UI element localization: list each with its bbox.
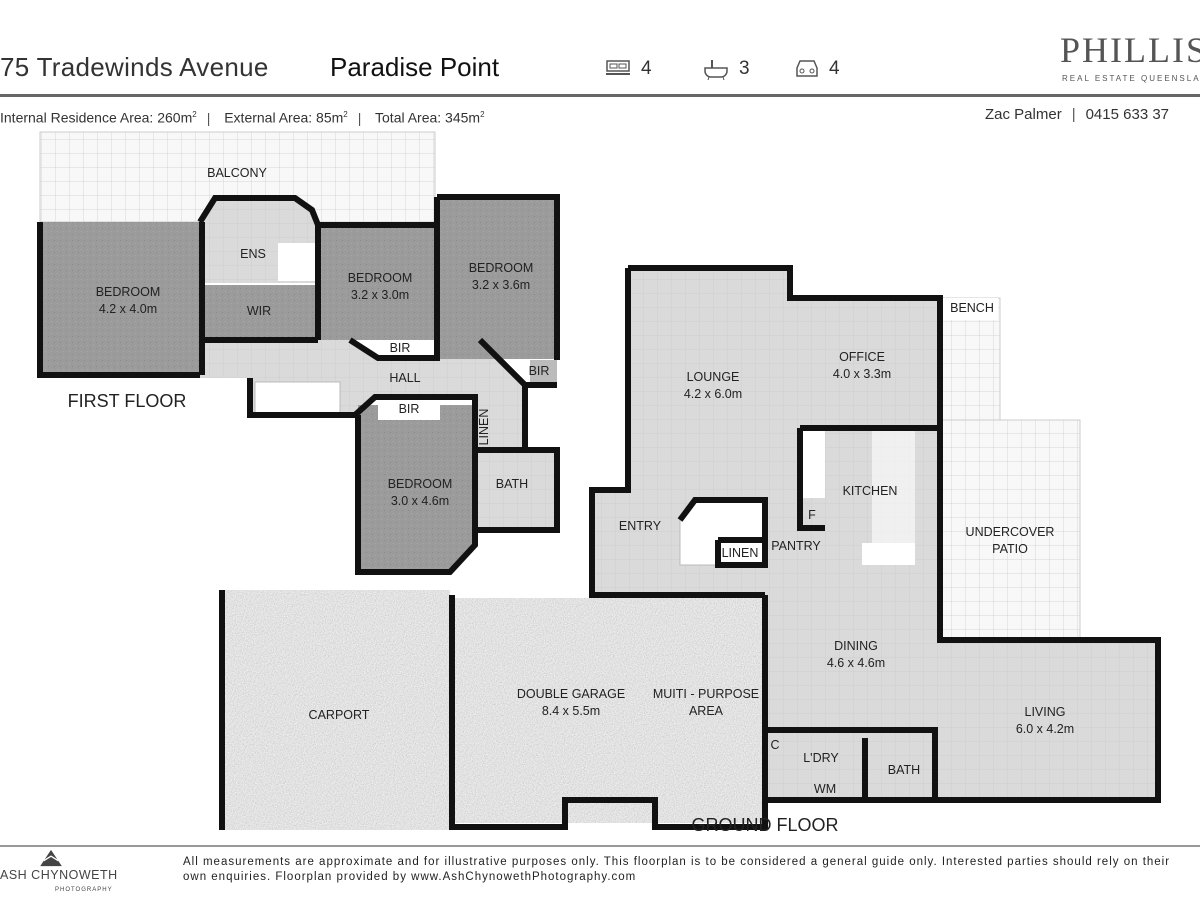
property-suburb: Paradise Point [330,52,500,82]
separator: | [1071,106,1076,123]
carport-label: CARPORT [309,708,370,722]
bench [942,298,998,320]
bath-icon [704,60,728,80]
multi-purpose-label-2: AREA [689,704,724,718]
office-name: OFFICE [839,350,885,364]
sup: 2 [343,110,348,119]
bedrooms-feature: 4 [605,58,652,80]
cupboard-label: C [770,738,779,752]
separator: | [206,109,211,126]
first-floor-label: FIRST FLOOR [68,391,187,411]
office-size: 4.0 x 3.3m [833,367,891,381]
first-floor-walls [37,194,560,575]
ground-floor: LOUNGE 4.2 x 6.0m OFFICE 4.0 x 3.3m BENC… [219,265,1161,835]
bedroom-1-size: 4.2 x 4.0m [99,302,157,316]
garage-size: 8.4 x 5.5m [542,704,600,718]
garage-area [455,598,765,823]
disclaimer: All measurements are approximate and for… [183,856,1171,883]
bedrooms-count: 4 [641,58,652,79]
sup: 2 [480,110,485,119]
bir-box [530,360,557,382]
hall-area [200,340,525,450]
washing-machine-label: WM [814,782,836,796]
parking-count: 4 [829,58,840,79]
ground-floor-walls [219,265,1161,830]
bedroom-4-area [358,405,473,572]
agent-contact: Zac Palmer | 0415 633 37 [985,106,1169,124]
internal-area: Internal Residence Area: 260m [0,109,193,126]
stairs [254,381,341,415]
balcony-label: BALCONY [207,166,267,180]
agent-phone: 0415 633 37 [1085,106,1170,123]
shower [278,243,318,281]
bath-area [473,450,557,530]
fridge-label: F [808,508,816,522]
carport-area [222,590,450,830]
wir-area [200,285,318,340]
laundry-label: L'DRY [803,751,839,765]
bedroom-3-name: BEDROOM [469,261,534,275]
bedroom-3-size: 3.2 x 3.6m [472,278,530,292]
bathrooms-count: 3 [739,58,750,79]
kitchen-counter [800,428,825,498]
patio-area [939,419,1081,641]
agency-logo: PHILLIS [1060,30,1200,70]
multi-purpose-label-1: MUITI - PURPOSE [653,687,759,701]
bedroom-1-area [40,222,202,375]
linen-label: LINEN [477,409,491,446]
hall-label: HALL [389,371,420,385]
bed-icon [606,60,630,75]
lounge-name: LOUNGE [687,370,740,384]
first-floor: BALCONY BEDROOM 4.2 x 4.0m ENS WIR BEDRO… [37,131,560,575]
living-name: LIVING [1025,705,1066,719]
patio-label-2: PATIO [992,542,1028,556]
photographer-brand: ASH CHYNOWETH [0,868,118,882]
agency-logo-subtitle: REAL ESTATE QUEENSLAND [1062,74,1200,83]
bir-label: BIR [399,402,420,416]
footer-divider [0,845,1200,847]
wir-label: WIR [247,304,271,318]
entry-label: ENTRY [619,519,662,533]
agent-name: Zac Palmer [985,106,1062,123]
area-summary: Internal Residence Area: 260m2| External… [0,106,485,127]
kitchen-island [862,543,915,565]
bath-label: BATH [888,763,920,777]
sup: 2 [192,110,197,119]
parking-feature: 4 [795,58,840,80]
bedroom-3-area [437,197,557,359]
bedroom-1-name: BEDROOM [96,285,161,299]
ensuite-label: ENS [240,247,266,261]
dining-size: 4.6 x 4.6m [827,656,885,670]
garage-name: DOUBLE GARAGE [517,687,625,701]
bathrooms-feature: 3 [703,58,750,80]
car-icon [796,60,818,77]
bedroom-2-area [318,225,437,340]
kitchen-label: KITCHEN [843,484,898,498]
bench-label: BENCH [950,301,994,315]
bir-label: BIR [529,364,550,378]
photographer-brand-sub: PHOTOGRAPHY [55,887,113,893]
lounge-size: 4.2 x 6.0m [684,387,742,401]
linen-label: LINEN [722,546,759,560]
mountain-logo-icon [40,849,62,867]
patio-label-1: UNDERCOVER [966,525,1055,539]
pantry-label: PANTRY [771,539,821,553]
bedroom-4-name: BEDROOM [388,477,453,491]
living-size: 6.0 x 4.2m [1016,722,1074,736]
bath-label: BATH [496,477,528,491]
total-area: Total Area: 345m [375,109,481,126]
kitchen-counter [872,425,915,545]
bir-label: BIR [390,341,411,355]
property-street: 75 Tradewinds Avenue [0,52,269,82]
bir-box [378,398,440,420]
bedroom-2-size: 3.2 x 3.0m [351,288,409,302]
bedroom-4-size: 3.0 x 4.6m [391,494,449,508]
bedroom-2-name: BEDROOM [348,271,413,285]
separator: | [357,109,362,126]
dining-name: DINING [834,639,878,653]
header-divider [0,94,1200,97]
ground-floor-label: GROUND FLOOR [691,815,838,835]
external-area: External Area: 85m [224,109,344,126]
